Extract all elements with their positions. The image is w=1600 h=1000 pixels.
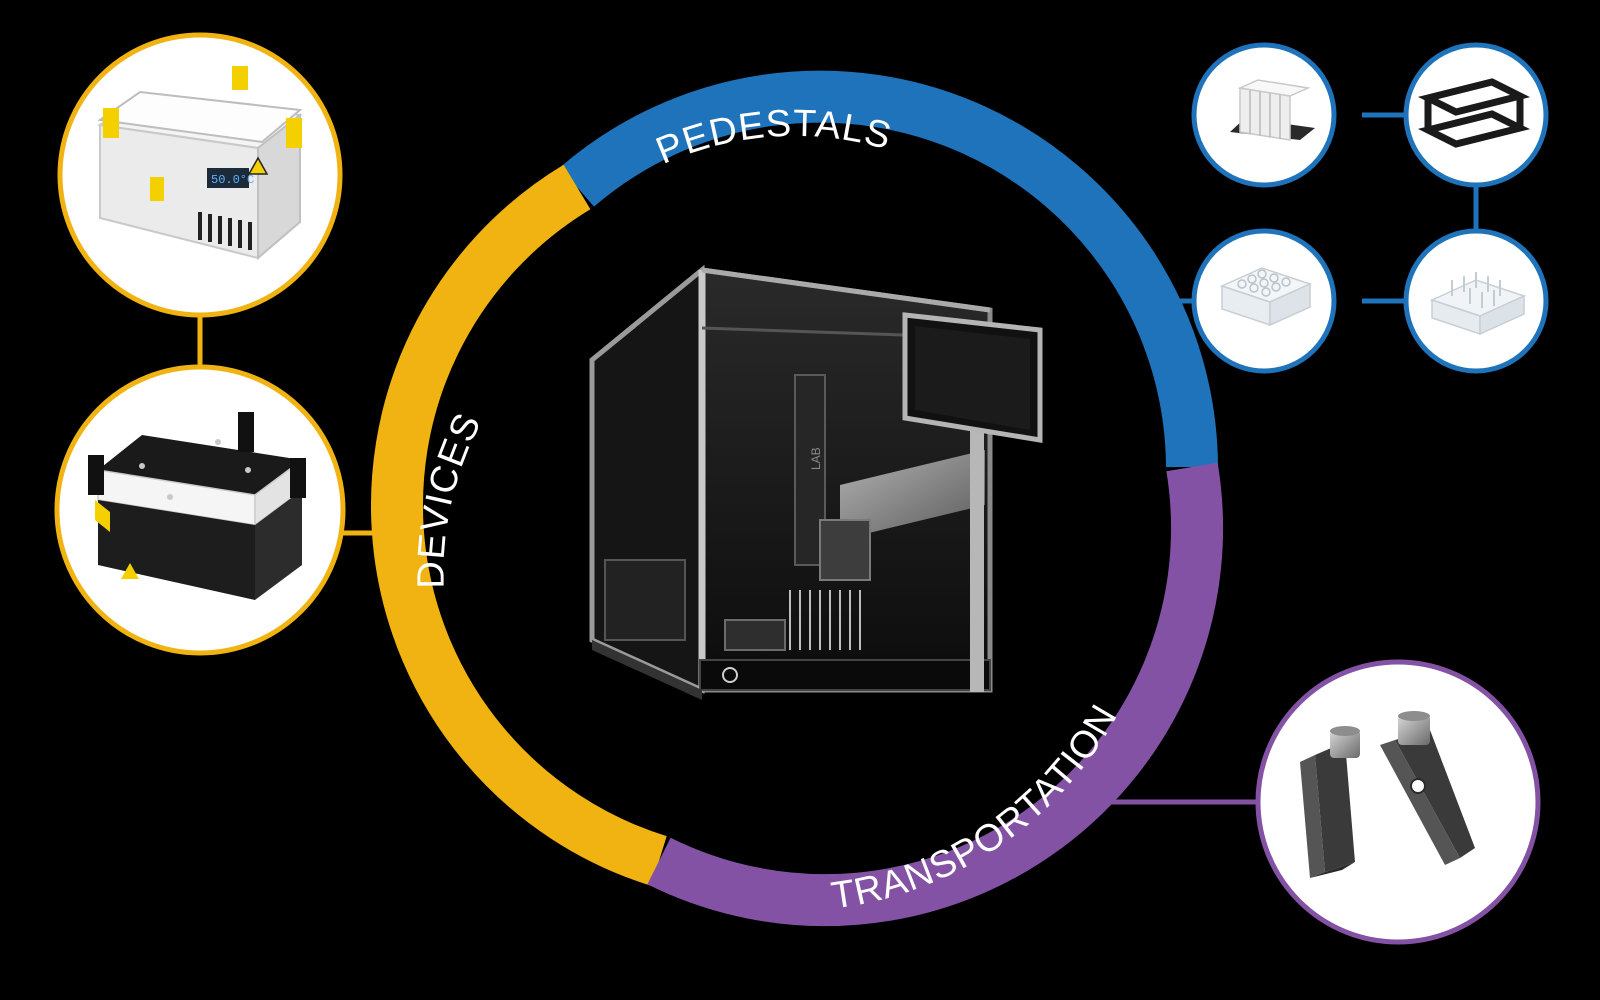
clear-well-plate-pedestal xyxy=(1403,228,1549,374)
gripper-fingers xyxy=(1255,659,1541,945)
pedestals-segment xyxy=(560,70,1218,468)
clear-tube-rack-pedestal xyxy=(1191,228,1337,374)
heater-shaker-device: 50.0°C xyxy=(57,32,343,318)
touchscreen xyxy=(902,312,1043,443)
devices-segment xyxy=(370,164,667,886)
frame-adapter-pedestal xyxy=(1403,42,1549,188)
liquid-handling-robot: LAB xyxy=(589,264,1043,700)
tube-reservoir-pedestal xyxy=(1191,42,1337,188)
robot-brand-text: LAB xyxy=(809,447,823,470)
category-ring xyxy=(370,70,1224,927)
heater-temperature-display: 50.0°C xyxy=(211,173,254,187)
transportation-segment xyxy=(647,462,1224,927)
cooling-plate-device xyxy=(54,364,346,656)
